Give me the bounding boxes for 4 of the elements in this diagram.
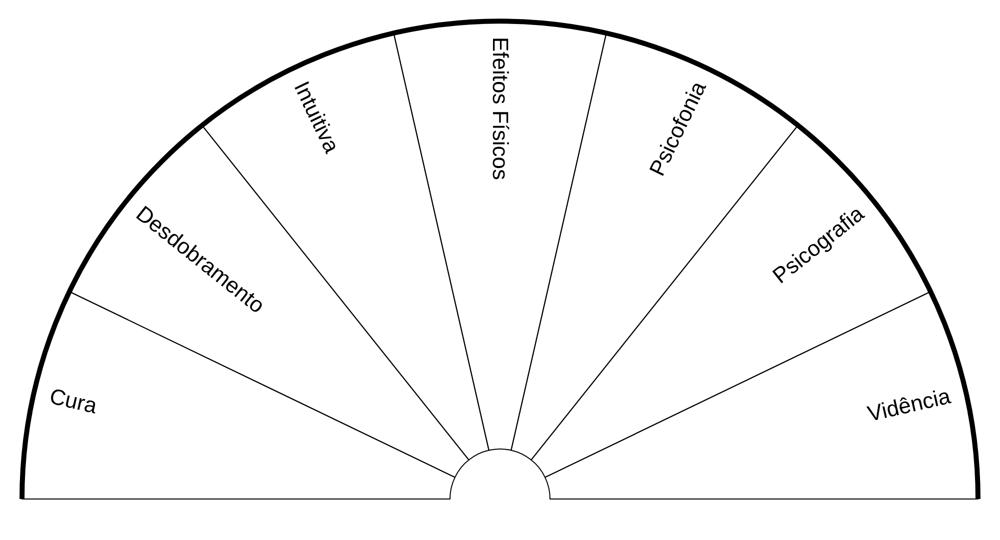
sector-label: Efeitos Físicos — [489, 37, 511, 180]
chart-sector — [544, 290, 979, 500]
sector-label: Vidência — [866, 385, 953, 426]
sector-label: Cura — [47, 385, 99, 418]
